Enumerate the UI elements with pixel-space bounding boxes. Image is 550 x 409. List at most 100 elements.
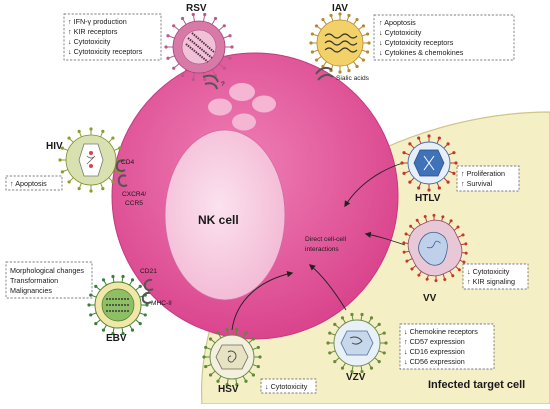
virus-spike-tip [60,170,64,174]
virus-spike-tip [213,16,218,21]
virus-spike-tip [89,313,93,317]
virus-spike-tip [310,50,315,54]
virus-spike-tip [77,187,81,191]
virus-spike-tip [355,17,359,22]
iav-receptor-label: Sialic acids [336,75,370,82]
virus-spike-tip [340,366,345,370]
ebv-effect-1: Morphological changes [10,266,84,275]
virus-spike-tip [409,224,413,228]
vv-effect-2: ↑ KIR signaling [467,277,515,286]
hsv-effect-1: ↓ Cytotoxicity [265,382,308,391]
virus-spike-tip [130,278,135,282]
virus-spike-tip [415,218,419,222]
vv-name: VV [423,293,437,304]
iav-effect-1: ↑ Apoptosis [379,18,416,27]
virus-spike-tip [382,351,386,355]
virus-spike-tip [314,24,319,28]
virus-spike-tip [202,355,206,359]
rsv-group: ↑ IFN-γ production ↑ KIR receptors ↓ Cyt… [63,3,234,90]
vzv-spikes [326,312,388,374]
virus-spike-tip [321,17,325,22]
iav-receptor-icon [315,66,334,81]
virus-spike-tip [228,34,232,38]
hiv-receptor-icon-1 [115,159,126,173]
vv-effects-box [462,263,529,290]
virus-spike-tip [427,134,431,138]
virus-spike-tip [89,127,93,131]
virus-spike-tip [457,268,461,272]
rsv-effect-2: ↑ KIR receptors [68,27,118,36]
nk-granule [229,83,255,101]
rsv-effect-4: ↓ Cytotoxicity receptors [68,47,143,56]
virus-spike-tip [208,373,213,377]
ebv-name: EBV [106,333,127,344]
virus-spike-tip [400,161,404,165]
virus-spike-tip [256,345,260,350]
virus-spike-tip [216,331,220,335]
virus-spike-tip [121,331,125,336]
virus-spike-tip [361,24,366,28]
virus-spike-tip [191,12,195,17]
vzv-effect-2: ↑ CD57 expression [404,337,465,346]
virus-spike-tip [427,188,431,192]
virus-spike-tip [328,331,332,335]
virus-spike-tip [314,58,319,62]
virus-spike-tip [369,316,374,320]
virus-spike-tip [138,322,142,326]
arrow-hsv [231,270,294,331]
virus-spike-tip [208,337,213,341]
virus-spike-tip [350,369,354,374]
iav-effect-2: ↓ Cytotoxicity [379,28,422,37]
virus-spike-tip [360,369,364,374]
virus-spike-tip [365,50,370,54]
virus-spike-tip [446,180,450,184]
virus-spike-tip [377,360,381,364]
ebv-group: Morphological changes Transformation Mal… [5,261,172,344]
virus-spike-tip [328,351,332,355]
hiv-receptor-cxcr4: CXCR4/ [122,191,146,198]
virus-spike-tip [256,364,260,369]
nk-granule [252,95,276,113]
virus-spike-tip [326,341,330,345]
hiv-receptor-cd4: CD4 [121,159,135,166]
nk-granule [208,98,232,116]
virus-spike-tip [464,251,468,255]
vv-group: VV ↓ Cytotoxicity ↑ KIR signaling [402,213,529,304]
virus-spike-tip [67,180,71,184]
virus-spike-tip [251,337,256,341]
hiv-effect-1: ↑ Apoptosis [10,179,47,188]
hsv-virus-icon [202,327,262,387]
virus-spike-tip [417,136,421,140]
virus-spike-tip [417,186,421,190]
virus-spike-tip [111,274,115,279]
virus-spike-tip [118,146,122,150]
iav-group: IAV ↑ Apoptosis ↓ Cytotoxicity ↓ Cytotox… [309,3,515,82]
htlv-effect-1: ↑ Proliferation [461,169,505,178]
virus-spike-tip [204,364,208,369]
ebv-effects-box [5,261,93,299]
virus-spike-tip [443,277,447,281]
virus-spike-tip [94,284,98,288]
virus-spike-tip [382,331,386,335]
vzv-name: VZV [346,372,366,383]
htlv-effects-box [456,165,520,192]
rsv-name: RSV [186,3,207,14]
virus-spike-tip [365,32,370,36]
virus-spike-tip [355,64,359,69]
rsv-receptor-icon [202,74,219,90]
rsv-effects-box [63,13,162,61]
virus-spike-tip [462,260,466,264]
virus-spike-tip [361,58,366,62]
hsv-effects-box [260,378,317,394]
virus-spike-tip [111,331,115,336]
virus-spike-tip [87,303,91,307]
virus-spike-tip [58,158,62,162]
virus-spike-tip [461,233,465,237]
virus-spike-tip [404,232,408,236]
arrow-vv [364,231,406,246]
iav-effect-3: ↓ Cytotoxicity receptors [379,38,454,47]
virus-spike-tip [417,273,421,277]
virus-spike-tip [67,136,71,140]
